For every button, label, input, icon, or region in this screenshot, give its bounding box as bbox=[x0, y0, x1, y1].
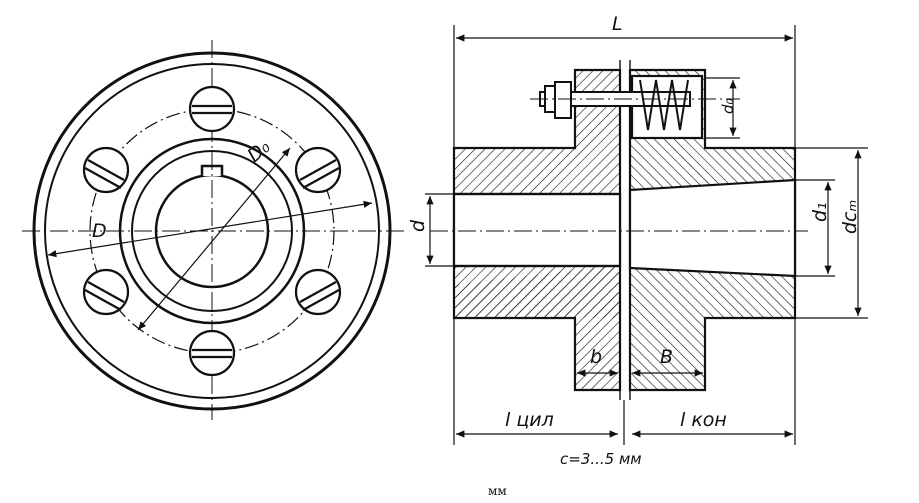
label-D0: D₀ bbox=[243, 135, 274, 166]
dim-line-D0 bbox=[137, 147, 291, 331]
right-conical-bore bbox=[628, 178, 797, 278]
bolt-head-lower-left bbox=[82, 268, 130, 316]
label-L: L bbox=[612, 13, 623, 35]
label-B: B bbox=[660, 346, 673, 368]
section-view bbox=[452, 60, 797, 400]
label-l-kon: l кон bbox=[680, 409, 727, 431]
bolt-head-upper-right bbox=[294, 146, 342, 194]
bolt-head-lower-right bbox=[294, 268, 342, 316]
section-center-lines bbox=[430, 98, 808, 232]
section-dimensions bbox=[425, 25, 868, 445]
label-D: D bbox=[92, 220, 107, 242]
label-d: d bbox=[407, 219, 429, 232]
left-bore bbox=[452, 192, 622, 268]
label-d0: d₀ bbox=[719, 98, 737, 114]
pin-nut bbox=[554, 81, 572, 119]
label-dcm: dᴄₘ bbox=[839, 200, 861, 234]
bolt-heads bbox=[82, 85, 342, 377]
bolt-head-upper-left bbox=[82, 146, 130, 194]
spring-coil bbox=[639, 79, 689, 131]
bolt-head-top bbox=[188, 85, 236, 133]
label-b: b bbox=[590, 346, 602, 368]
label-l-cyl: l цил bbox=[505, 409, 554, 431]
caption-unit: мм bbox=[488, 484, 507, 498]
label-d1: d₁ bbox=[809, 202, 831, 222]
label-gap: c=3...5 мм bbox=[560, 450, 642, 468]
front-dimensions bbox=[47, 147, 373, 331]
left-lower-hatch bbox=[454, 265, 620, 318]
bolt-head-bottom bbox=[188, 329, 236, 377]
